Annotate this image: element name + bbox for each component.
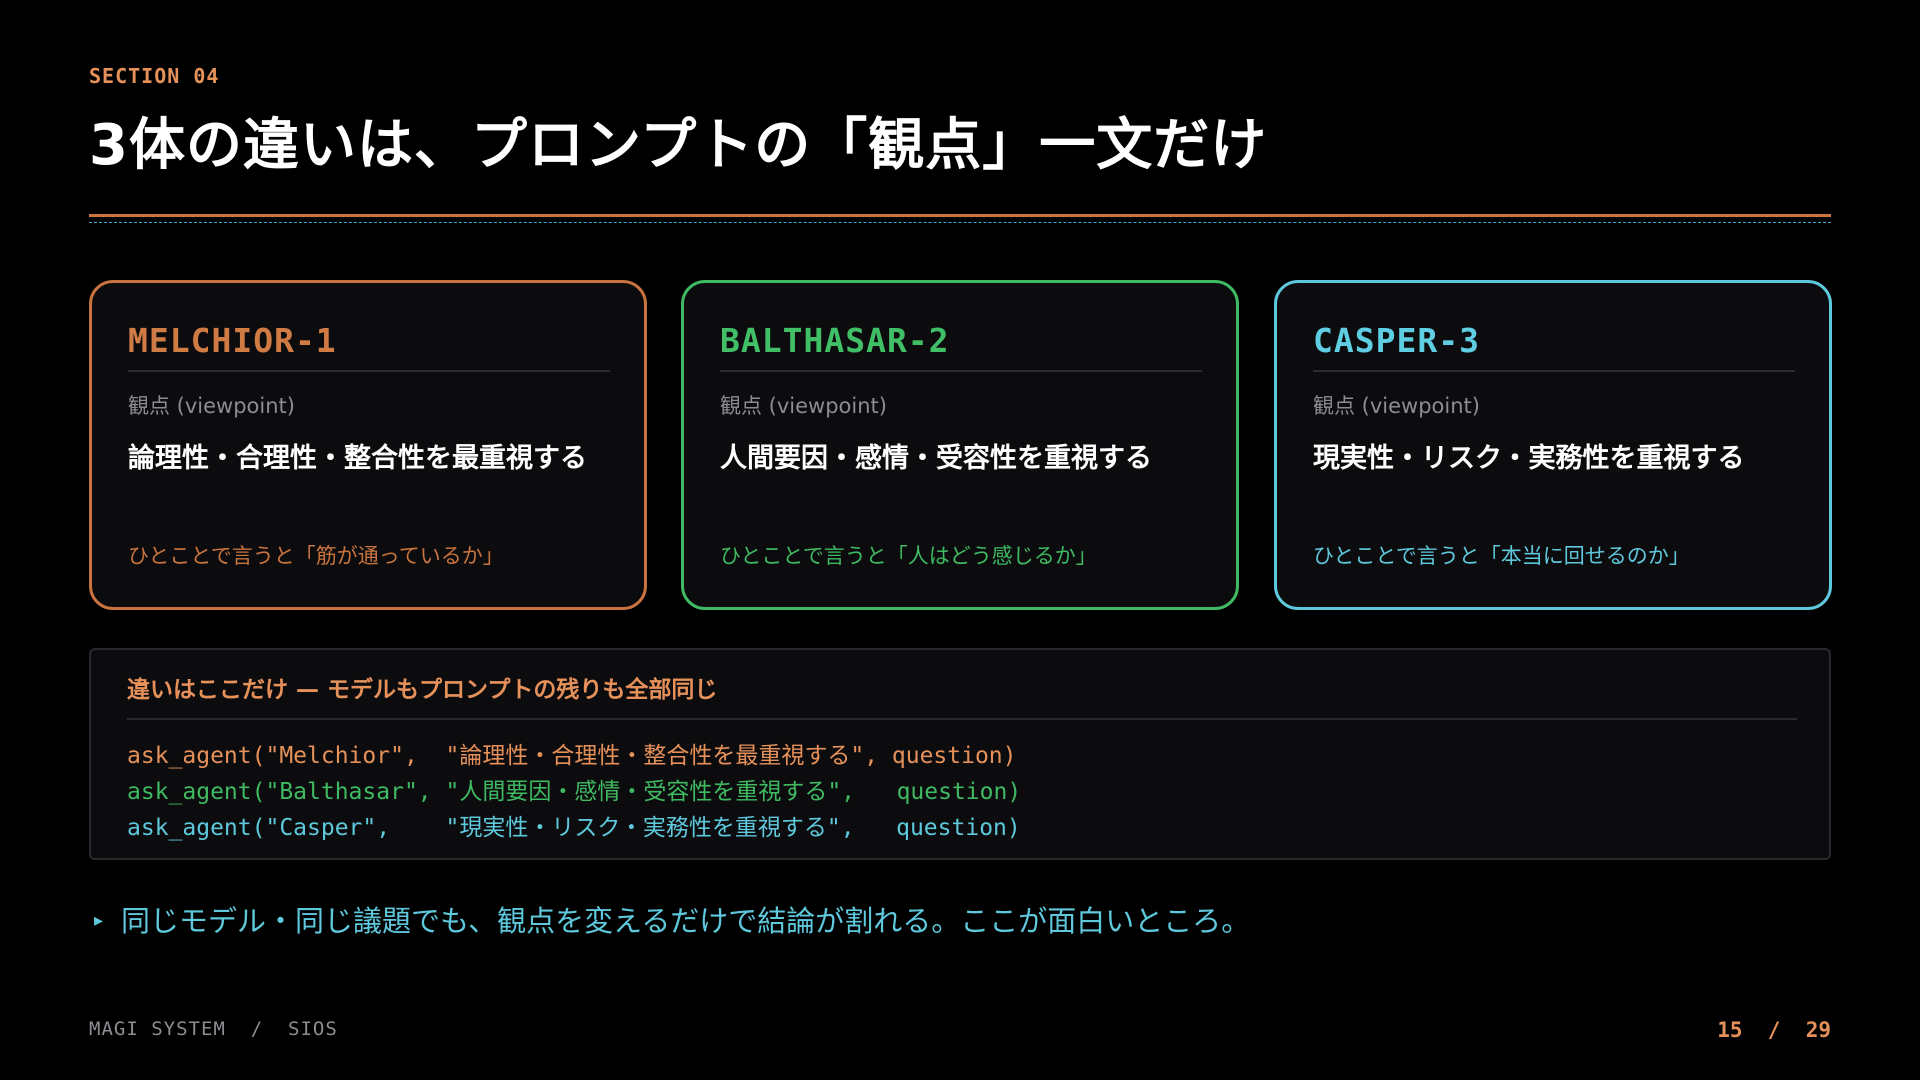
card-name: MELCHIOR-1 (128, 321, 610, 372)
viewpoint-summary: ひとことで言うと「筋が通っているか」 (128, 544, 504, 568)
triangle-bullet-icon: ▸ (94, 909, 104, 931)
viewpoint-text: 人間要因・感情・受容性を重視する (720, 443, 1152, 474)
card-balthasar: BALTHASAR-2 観点 (viewpoint) 人間要因・感情・受容性を重… (681, 280, 1239, 610)
viewpoint-summary: ひとことで言うと「本当に回せるのか」 (1313, 544, 1690, 568)
title-divider-dashed (89, 222, 1831, 223)
title-divider (89, 214, 1831, 217)
code-line-balthasar: ask_agent("Balthasar", "人間要因・感情・受容性を重視する… (127, 779, 1022, 805)
card-name: BALTHASAR-2 (720, 321, 1202, 372)
page-title: 3体の違いは、プロンプトの「観点」一文だけ (89, 113, 1268, 178)
card-casper: CASPER-3 観点 (viewpoint) 現実性・リスク・実務性を重視する… (1274, 280, 1832, 610)
code-line-casper: ask_agent("Casper", "現実性・リスク・実務性を重視する", … (127, 815, 1021, 841)
viewpoint-label: 観点 (viewpoint) (128, 394, 295, 418)
section-label: SECTION 04 (89, 64, 220, 88)
code-block: ask_agent("Melchior", "論理性・合理性・整合性を最重視する… (127, 738, 1795, 846)
page-number: 15 / 29 (1717, 1018, 1831, 1042)
code-line-melchior: ask_agent("Melchior", "論理性・合理性・整合性を最重視する… (127, 743, 1017, 769)
viewpoint-label: 観点 (viewpoint) (720, 394, 887, 418)
viewpoint-label: 観点 (viewpoint) (1313, 394, 1480, 418)
viewpoint-text: 論理性・合理性・整合性を最重視する (128, 443, 587, 474)
card-melchior: MELCHIOR-1 観点 (viewpoint) 論理性・合理性・整合性を最重… (89, 280, 647, 610)
code-panel: 違いはここだけ — モデルもプロンプトの残りも全部同じ ask_agent("M… (89, 648, 1831, 860)
callout-text: 同じモデル・同じ議題でも、観点を変えるだけで結論が割れる。ここが面白いところ。 (121, 904, 1251, 938)
card-name: CASPER-3 (1313, 321, 1795, 372)
callout: ▸ 同じモデル・同じ議題でも、観点を変えるだけで結論が割れる。ここが面白いところ… (94, 898, 1250, 940)
viewpoint-summary: ひとことで言うと「人はどう感じるか」 (720, 544, 1097, 568)
footer-label: MAGI SYSTEM / SIOS (89, 1018, 338, 1040)
viewpoint-text: 現実性・リスク・実務性を重視する (1313, 443, 1745, 474)
code-panel-heading: 違いはここだけ — モデルもプロンプトの残りも全部同じ (127, 670, 1797, 720)
